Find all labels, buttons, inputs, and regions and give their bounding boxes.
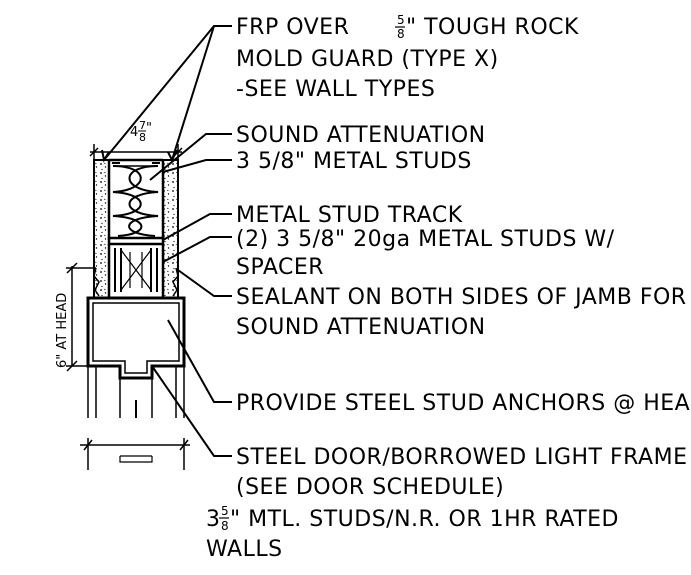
double-studs-note-line1: (2) 3 5/8" 20ga METAL STUDS W/: [236, 227, 615, 252]
bottom-dimension-line: [80, 438, 190, 470]
sound-attenuation-insulation: [112, 165, 159, 237]
frame-note-line1: STEEL DOOR/BORROWED LIGHT FRAME: [236, 445, 687, 470]
frp-prefix: FRP OVER: [236, 15, 349, 40]
frp-line2: MOLD GUARD (TYPE X): [236, 47, 499, 72]
frp-den: 8: [397, 27, 405, 41]
head-height-dimension: 6" AT HEAD: [55, 262, 96, 372]
metal-stud-track-note: METAL STUD TRACK: [236, 203, 463, 228]
head-height-label: 6" AT HEAD: [55, 293, 70, 368]
frp-note: FRP OVER 5 8 " TOUGH ROCK MOLD GUARD (TY…: [236, 13, 579, 102]
svg-text:FRP OVER: FRP OVER: [236, 15, 349, 40]
door-jamb-below: [87, 366, 185, 418]
double-studs-note-line2: SPACER: [236, 255, 324, 280]
walls-den: 8: [221, 519, 229, 533]
width-num: 7: [139, 119, 146, 132]
width-unit: ": [146, 121, 152, 136]
sound-attenuation-note: SOUND ATTENUATION: [236, 123, 486, 148]
walls-whole: 3: [206, 507, 221, 532]
width-whole: 4: [130, 125, 138, 140]
metal-studs-note: 3 5/8" METAL STUDS: [236, 149, 472, 174]
double-metal-studs-with-spacer: [107, 244, 165, 298]
width-den: 8: [139, 131, 146, 144]
steel-door-frame: [86, 296, 186, 380]
frp-suffix: " TOUGH ROCK: [406, 15, 579, 40]
leader-lines: [101, 25, 232, 457]
sealant-beads: [93, 267, 179, 297]
top-width-dimension: 4 7 8 ": [89, 119, 183, 162]
metal-stud-top: [107, 158, 165, 240]
walls-num: 5: [221, 504, 229, 518]
anchors-note: PROVIDE STEEL STUD ANCHORS @ HEAD: [236, 391, 691, 416]
gypsum-board-right: [162, 159, 179, 299]
walls-line2: WALLS: [206, 537, 283, 562]
walls-note: 3 5 8 " MTL. STUDS/N.R. OR 1HR RATED WAL…: [206, 504, 619, 562]
gypsum-board-left: [93, 159, 110, 299]
walls-suffix: " MTL. STUDS/N.R. OR 1HR RATED: [230, 507, 619, 532]
metal-stud-track: [107, 236, 165, 246]
frp-line3: -SEE WALL TYPES: [236, 77, 435, 102]
sealant-note-line2: SOUND ATTENUATION: [236, 315, 486, 340]
frp-num: 5: [397, 13, 405, 27]
sealant-note-line1: SEALANT ON BOTH SIDES OF JAMB FOR: [236, 285, 687, 310]
frame-note-line2: (SEE DOOR SCHEDULE): [236, 475, 504, 500]
